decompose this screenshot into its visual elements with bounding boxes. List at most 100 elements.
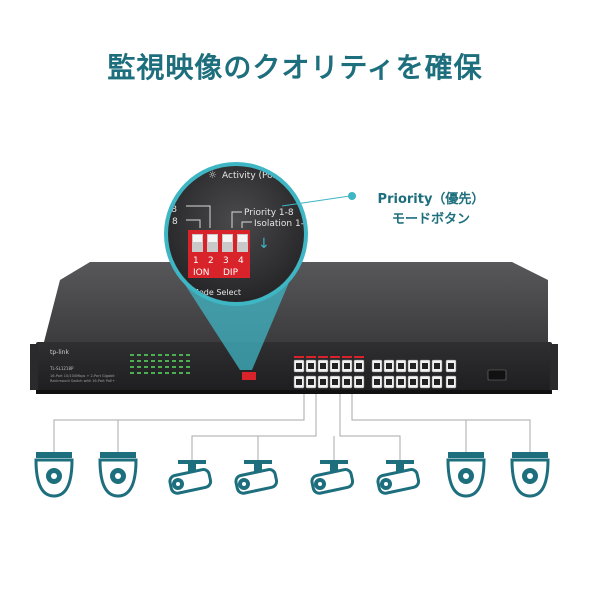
port-socket xyxy=(320,379,326,385)
status-led xyxy=(137,372,141,374)
status-led xyxy=(151,360,155,362)
port-socket xyxy=(332,363,338,369)
status-led xyxy=(137,366,141,368)
dip-number-2: 2 xyxy=(208,256,214,266)
port-socket xyxy=(448,379,454,385)
status-led xyxy=(179,372,183,374)
switch-brand-logo: tp-link xyxy=(50,349,69,356)
status-led xyxy=(137,360,141,362)
dip-toggle[interactable] xyxy=(237,234,248,252)
dome-camera-icon xyxy=(34,452,74,498)
callout-dot xyxy=(348,192,356,200)
port-socket xyxy=(448,363,454,369)
dip-toggle-knob xyxy=(208,235,217,242)
activity-sun-icon: ☼ xyxy=(208,170,217,181)
port-socket xyxy=(344,379,350,385)
dip-number-3: 3 xyxy=(223,256,229,266)
status-led xyxy=(186,354,190,356)
port-socket xyxy=(434,379,440,385)
port-socket xyxy=(422,363,428,369)
bullet-camera-icon xyxy=(234,460,279,495)
status-led xyxy=(186,366,190,368)
poe-marker xyxy=(306,356,316,358)
side-label-1: -8 xyxy=(168,205,177,215)
status-led xyxy=(130,372,134,374)
status-led xyxy=(144,354,148,356)
bullet-camera-icon xyxy=(376,460,421,495)
port-socket xyxy=(374,363,380,369)
bullet-camera-icon xyxy=(310,460,355,495)
status-led xyxy=(165,360,169,362)
callout-line xyxy=(281,195,351,207)
status-led xyxy=(144,372,148,374)
dome-camera-icon xyxy=(446,452,486,498)
poe-port-group xyxy=(293,356,365,389)
dip-toggle-knob xyxy=(238,235,247,242)
port-socket xyxy=(308,363,314,369)
status-led xyxy=(151,354,155,356)
status-led xyxy=(151,366,155,368)
connection-lines xyxy=(53,394,531,460)
port-socket xyxy=(434,363,440,369)
port-socket xyxy=(296,363,302,369)
dip-toggle-knob xyxy=(223,235,232,242)
dip-on-label: ION xyxy=(193,268,209,278)
port-socket xyxy=(386,363,392,369)
poe-marker xyxy=(354,356,364,358)
dip-toggle[interactable] xyxy=(207,234,218,252)
status-led xyxy=(158,366,162,368)
dip-toggle-knob xyxy=(193,235,202,242)
mode-select-label: Mode Select xyxy=(192,288,241,297)
priority-label: Priority 1-8 xyxy=(244,208,294,218)
status-led xyxy=(165,366,169,368)
port-socket xyxy=(356,379,362,385)
status-led xyxy=(130,360,134,362)
priority-mode-callout: Priority（優先） モードボタン xyxy=(356,190,506,230)
sfp-port[interactable] xyxy=(487,369,507,381)
status-led xyxy=(151,372,155,374)
callout-title: Priority（優先） xyxy=(377,192,485,207)
status-led xyxy=(130,354,134,356)
status-led xyxy=(172,354,176,356)
switch-description-1: 16-Port 10/100Mbps + 2-Port Gigabit xyxy=(50,374,115,378)
status-led xyxy=(158,360,162,362)
switch-model-label: TL-SL1218P xyxy=(49,366,74,371)
switch-description-2: Rackmount Switch with 16-Port PoE+ xyxy=(50,379,115,383)
status-led xyxy=(186,372,190,374)
status-led xyxy=(130,366,134,368)
dome-camera-icon xyxy=(98,452,138,498)
activity-label: Activity (Port1-16) xyxy=(222,171,304,181)
isolation-label: Isolation 1-16 xyxy=(254,219,316,229)
magnifier-beam xyxy=(182,280,290,370)
gigabit-port-group xyxy=(445,359,457,389)
status-led xyxy=(179,354,183,356)
status-led xyxy=(158,354,162,356)
port-socket xyxy=(332,379,338,385)
status-led xyxy=(165,354,169,356)
dip-toggle[interactable] xyxy=(222,234,233,252)
callout-subtitle: モードボタン xyxy=(391,212,470,227)
camera-row xyxy=(34,452,550,498)
port-socket xyxy=(374,379,380,385)
dip-toggle[interactable] xyxy=(192,234,203,252)
port-socket xyxy=(410,363,416,369)
status-led xyxy=(172,366,176,368)
poe-marker xyxy=(330,356,340,358)
status-led xyxy=(172,360,176,362)
port-socket xyxy=(398,379,404,385)
dip-dip-label: DIP xyxy=(223,268,239,278)
port-socket xyxy=(356,363,362,369)
dome-camera-icon xyxy=(510,452,550,498)
status-led xyxy=(137,354,141,356)
status-led xyxy=(165,372,169,374)
led-matrix xyxy=(130,354,190,374)
port-socket xyxy=(344,363,350,369)
port-socket xyxy=(422,379,428,385)
front-dip-switch[interactable] xyxy=(242,372,256,380)
poe-marker xyxy=(342,356,352,358)
status-led xyxy=(144,366,148,368)
status-led xyxy=(186,360,190,362)
status-led xyxy=(179,360,183,362)
poe-marker xyxy=(294,356,304,358)
port-socket xyxy=(296,379,302,385)
